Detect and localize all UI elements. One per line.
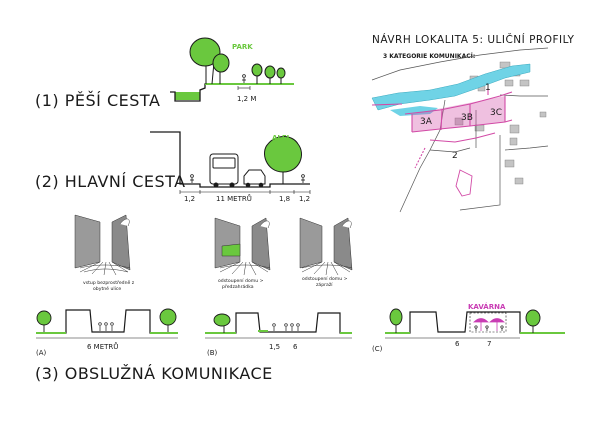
section2-dim-1: 1,2 xyxy=(184,195,195,203)
caption-a-2: obytné ulice xyxy=(93,285,121,292)
profile-c-dim-1: 6 xyxy=(455,340,460,348)
page-title: NÁVRH LOKALITA 5: ULIČNÍ PROFILY xyxy=(372,33,575,46)
river xyxy=(371,63,531,111)
caption-a-1: vstup bezprostředně z xyxy=(83,279,135,286)
map-label-3b: 3B xyxy=(461,113,473,123)
map-label-2: 2 xyxy=(452,151,458,161)
profile-c-tag: KAVÁRNA xyxy=(468,302,506,311)
sketch-c xyxy=(299,217,353,276)
section2-tag: ALEJ xyxy=(272,134,289,142)
section2-dim-3: 1,8 xyxy=(279,195,290,203)
profile-b-label: (B) xyxy=(207,349,218,357)
profile-b-dim-1: 1,5 xyxy=(269,343,280,351)
caption-b-1: odstoupení domu > xyxy=(218,277,264,284)
section1-tag: PARK xyxy=(232,43,253,51)
caption-c-1: odstoupení domu > xyxy=(302,275,348,282)
umbrella-icon xyxy=(473,318,505,331)
sketch-b xyxy=(214,217,271,276)
map-label-3a: 3A xyxy=(420,117,433,127)
profile-a-dim: 6 METRŮ xyxy=(87,342,118,351)
profile-c-label: (C) xyxy=(372,345,383,353)
section1-dim: 1,2 M xyxy=(237,95,256,103)
section2-title: (2) HLAVNÍ CESTA xyxy=(35,172,186,191)
caption-b-2: předzahrádka xyxy=(222,283,254,290)
profile-a xyxy=(36,308,178,339)
section2-ground xyxy=(150,131,310,188)
site-map: 1 2 3A 3B 3C xyxy=(371,47,549,213)
profile-c xyxy=(385,308,565,339)
pedestrian-icon xyxy=(301,174,305,183)
map-label-3c: 3C xyxy=(490,108,502,118)
map-label-1: 1 xyxy=(485,83,491,93)
section2-profile xyxy=(150,131,311,194)
profile-c-dim-2: 7 xyxy=(487,340,491,348)
tree-icon xyxy=(189,37,286,85)
profile-b xyxy=(205,312,352,339)
section2-dim-2: 11 METRŮ xyxy=(216,194,252,203)
profile-b-dim-2: 6 xyxy=(293,343,298,351)
profile-a-label: (A) xyxy=(36,349,47,357)
page-subtitle: 3 KATEGORIE KOMUNIKACÍ: xyxy=(383,52,475,60)
tree-icon xyxy=(264,136,302,184)
section1-profile xyxy=(170,37,294,102)
section1-title: (1) PĚŠÍ CESTA xyxy=(35,91,160,110)
section3-title: (3) OBSLUŽNÁ KOMUNIKACE xyxy=(35,364,273,383)
sketch-a xyxy=(74,214,131,276)
bus-icon xyxy=(209,153,239,188)
section2-dim-4: 1,2 xyxy=(299,195,310,203)
pedestrian-icon xyxy=(242,74,246,83)
pedestrian-icon xyxy=(190,174,194,183)
caption-c-2: zápraží xyxy=(316,281,333,288)
car-icon xyxy=(243,169,266,188)
